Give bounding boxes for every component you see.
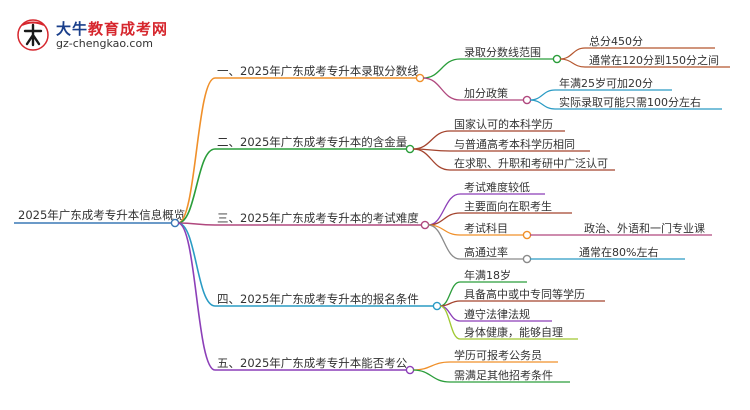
branch-1-child-1-leaf-1: 总分450分: [589, 34, 643, 48]
root-topic: 2025年广东成考专升本信息概览: [18, 208, 185, 222]
branch-3-child-1-connector: [427, 193, 461, 226]
branch-1-child-2: 加分政策: [464, 86, 508, 100]
branch-4-child-3: 遵守法律法规: [464, 307, 530, 321]
branch-1-child-1-leaf-2: 通常在120分到150分之间: [589, 53, 719, 67]
branch-1-child-2-connector: [422, 77, 461, 101]
branch-4-child-2: 具备高中或中专同等学历: [464, 287, 585, 301]
branch-2-child-2: 与普通高考本科学历相同: [454, 137, 575, 151]
branch-5-topic: 五、2025年广东成考专升本能否考公: [217, 356, 408, 370]
branch-1-child-2-leaf-1: 年满25岁可加20分: [559, 76, 653, 90]
branch-5-child-2: 需满足其他招考条件: [454, 368, 553, 382]
branch-1-child-1: 录取分数线范围: [464, 45, 541, 59]
root-node-knob: [170, 218, 180, 228]
branch-2-child-1: 国家认可的本科学历: [454, 117, 553, 131]
branch-4-knob: [432, 301, 442, 311]
branch-4-child-4: 身体健康，能够自理: [464, 325, 563, 339]
branch-3-child-4-connector: [427, 224, 461, 260]
branch-3-child-3-leaf-1: 政治、外语和一门专业课: [584, 221, 705, 235]
branch-connector-4: [177, 222, 216, 307]
branch-4-child-4-connector: [439, 305, 461, 340]
brand-name-part2: 教育成考网: [88, 20, 169, 38]
branch-connector-1: [177, 77, 216, 224]
branch-2-knob: [405, 144, 415, 154]
branch-2-child-1-connector: [412, 130, 451, 150]
branch-3-child-4-knob: [522, 254, 532, 264]
brand-mark-icon: [17, 19, 49, 51]
branch-1-topic: 一、2025年广东成考专升本录取分数线: [217, 64, 419, 78]
branch-1-child-1-leaf-1-connector: [559, 47, 586, 60]
branch-1-child-2-leaf-2: 实际录取可能只需100分左右: [559, 95, 701, 109]
brand-name-part1: 大牛: [56, 20, 89, 38]
branch-1-child-1-leaf-2-connector: [559, 58, 586, 68]
branch-1-child-2-leaf-1-connector: [529, 89, 556, 101]
branch-4-child-1-connector: [439, 281, 461, 307]
branch-connector-5: [177, 222, 216, 371]
branch-5-child-2-connector: [412, 369, 451, 383]
branch-1-knob: [415, 73, 425, 83]
branch-1-child-1-connector: [422, 58, 461, 79]
branch-2-topic: 二、2025年广东成考专升本的含金量: [217, 135, 407, 149]
branch-3-topic: 三、2025年广东成考专升本的考试难度: [217, 211, 419, 225]
branch-5-child-1: 学历可报考公务员: [454, 348, 542, 362]
brand-logo: 大牛教育成考网 gz-chengkao.com: [16, 18, 256, 52]
brand-name: 大牛教育成考网: [56, 18, 168, 39]
branch-connector-2: [177, 148, 216, 224]
branch-3-child-2: 主要面向在职考生: [464, 199, 552, 213]
branch-3-child-1: 考试难度较低: [464, 180, 530, 194]
branch-3-child-4: 高通过率: [464, 245, 508, 259]
branch-4-child-2-connector: [439, 300, 461, 307]
branch-2-child-3-connector: [412, 148, 451, 171]
branch-3-child-3-knob: [522, 230, 532, 240]
branch-1-child-2-leaf-2-connector: [529, 99, 556, 110]
brand-url: gz-chengkao.com: [56, 37, 153, 50]
branch-2-child-3: 在求职、升职和考研中广泛认可: [454, 157, 608, 170]
branch-4-child-3-connector: [439, 305, 461, 322]
branch-4-child-1: 年满18岁: [464, 268, 511, 282]
branch-3-child-4-leaf-1: 通常在80%左右: [579, 245, 658, 259]
branch-5-child-1-connector: [412, 361, 451, 371]
branch-1-child-1-knob: [552, 54, 562, 64]
branch-1-child-2-knob: [522, 95, 532, 105]
branch-connector-3: [177, 222, 216, 226]
branch-3-child-3: 考试科目: [464, 221, 508, 235]
branch-5-knob: [405, 365, 415, 375]
branch-4-topic: 四、2025年广东成考专升本的报名条件: [217, 292, 419, 306]
branch-3-knob: [420, 220, 430, 230]
